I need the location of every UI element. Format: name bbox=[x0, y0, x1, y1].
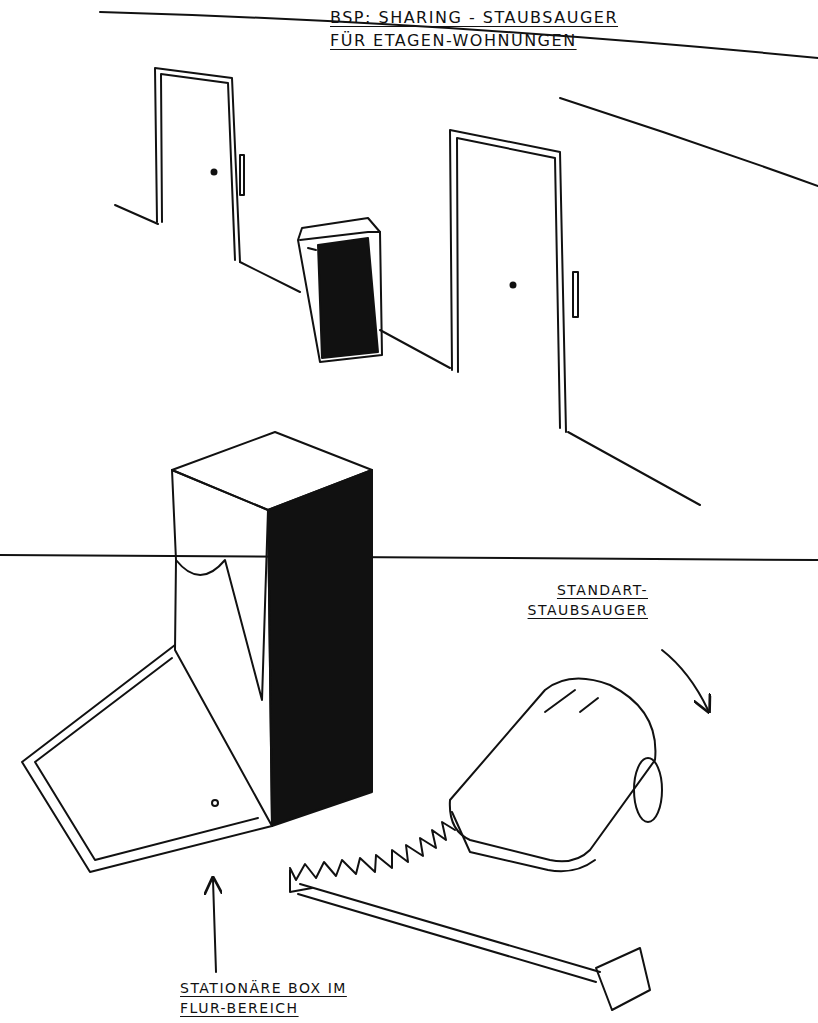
floor-line bbox=[568, 432, 700, 505]
door-knob bbox=[212, 170, 217, 175]
door-frame bbox=[457, 138, 560, 428]
floor-line bbox=[115, 205, 158, 224]
box-lid bbox=[22, 645, 272, 872]
leader-arrow bbox=[213, 880, 216, 972]
vacuum-nozzle bbox=[596, 948, 650, 1010]
floor-line bbox=[380, 330, 450, 368]
vacuum-hose bbox=[290, 822, 455, 880]
horizon-line bbox=[0, 555, 818, 560]
sharing-box-shade bbox=[318, 238, 378, 358]
leader-arrow bbox=[662, 650, 708, 710]
door-handle bbox=[240, 155, 244, 195]
door-frame bbox=[155, 68, 240, 262]
sharing-box bbox=[298, 218, 382, 362]
box-opening bbox=[175, 560, 272, 826]
lid-latch bbox=[212, 800, 218, 806]
vacuum-body bbox=[450, 679, 656, 862]
vacuum-button bbox=[545, 690, 598, 712]
part-label: STATIONÄRE BOX IM FLUR-BEREICH bbox=[180, 978, 380, 1019]
wall-edge bbox=[560, 98, 818, 186]
sketch-title: BSP: SHARING - STAUBSAUGER FÜR ETAGEN-WO… bbox=[330, 6, 630, 52]
door-knob bbox=[511, 283, 516, 288]
sharing-box-handle bbox=[308, 248, 316, 250]
box-front bbox=[172, 470, 272, 826]
door-handle bbox=[573, 272, 578, 317]
box-lid bbox=[35, 658, 258, 860]
box-side-shade bbox=[268, 470, 372, 826]
part-label: STANDART- STAUBSAUGER bbox=[448, 580, 648, 621]
floor-line bbox=[240, 262, 300, 292]
vacuum-wheel bbox=[634, 758, 662, 822]
vacuum-hose-end bbox=[290, 870, 312, 892]
vacuum-base bbox=[452, 812, 595, 871]
door-frame bbox=[450, 130, 566, 432]
door-frame bbox=[161, 74, 235, 260]
vacuum-tube bbox=[298, 884, 600, 982]
